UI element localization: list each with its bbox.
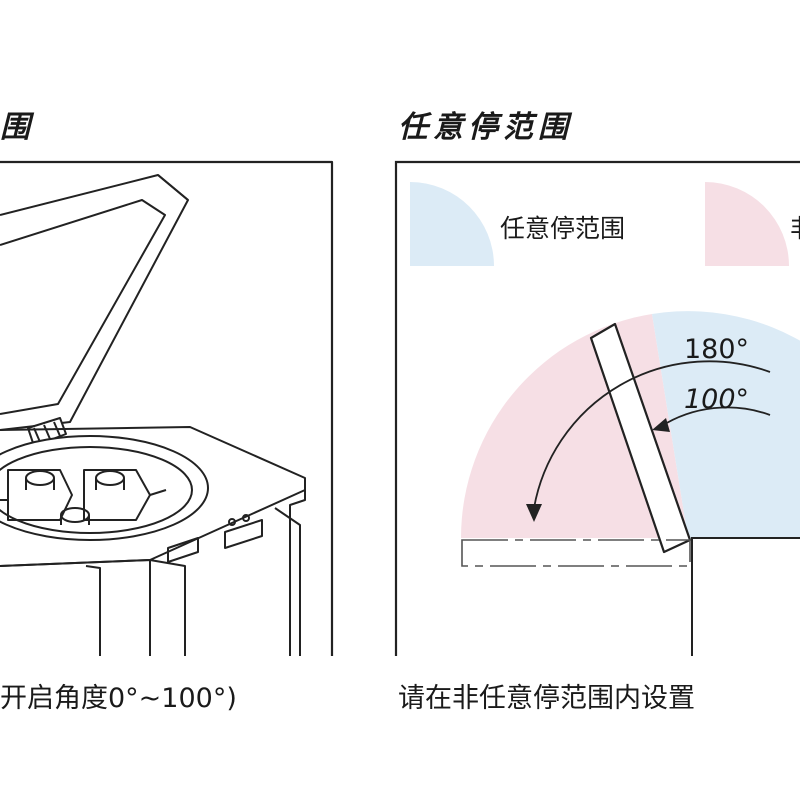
angle-diagram [394,160,800,656]
control-panel [167,514,263,563]
right-panel-title: 任意停范围 [398,110,573,145]
lid-180-dashed [461,539,691,567]
free-stop-sector [652,311,800,538]
left-panel-title: 围 [0,110,35,145]
centrifuge-illustration [0,160,334,656]
arrow-180-head [526,504,542,522]
device-body-outline [691,537,800,656]
legend-swatch-non-free-stop [705,182,789,266]
angle-100-label: 100° [684,384,750,415]
right-panel-caption: 请在非任意停范围内设置 [398,683,695,714]
left-panel-caption: 开启角度0°~100°) [0,683,237,714]
rotor [0,469,167,525]
arrow-100 [659,406,771,428]
legend-free-stop-label: 任意停范围 [500,214,626,243]
legend-non-free-stop-label: 非 [790,209,800,245]
centrifuge-lid [0,174,189,431]
angle-180-label: 180° [684,334,750,365]
arrow-180 [533,360,771,509]
legend-swatch-free-stop [410,182,494,266]
arrow-100-head [652,418,670,432]
